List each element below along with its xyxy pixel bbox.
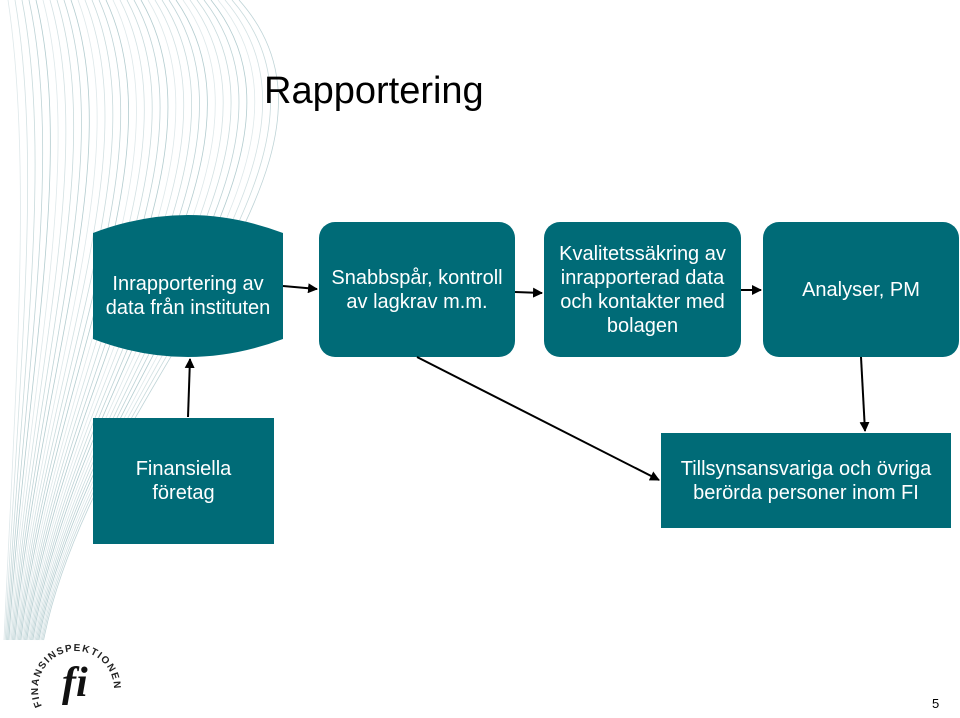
node-finansiella-foretag: Finansiella företag	[93, 418, 274, 544]
node-analyser: Analyser, PM	[763, 222, 959, 357]
node-kvalitet-line3: och kontakter med	[560, 290, 725, 313]
node-tillsyn-line2: berörda personer inom FI	[693, 481, 919, 504]
decor-line	[3, 0, 21, 641]
decor-line	[9, 0, 59, 641]
node-kvalitet-line4: bolagen	[606, 314, 679, 337]
node-snabbspar: Snabbspår, kontroll av lagkrav m.m.	[319, 222, 515, 357]
node-inrapportering-cylinder	[93, 215, 283, 357]
node-kvalitetssakring: Kvalitetssäkring av inrapporterad data o…	[544, 222, 741, 357]
logo-mark: fi	[62, 660, 88, 706]
page-number: 5	[932, 696, 940, 711]
decor-line	[12, 0, 75, 641]
decor-line	[6, 0, 36, 641]
decor-line	[14, 0, 90, 641]
decor-line	[7, 0, 44, 641]
decor-line	[10, 0, 67, 641]
node-kvalitet-line2: inrapporterad data	[560, 266, 725, 289]
decor-line	[4, 0, 29, 641]
node-inrapportering: Inrapportering av data från instituten	[93, 250, 283, 342]
decor-line	[16, 0, 106, 641]
decor-line	[8, 0, 51, 641]
node-snabbspar-line2: av lagkrav m.m.	[346, 290, 488, 313]
decor-line	[13, 0, 82, 641]
node-finansiella-line2: företag	[152, 482, 215, 504]
node-tillsyn-line1: Tillsynsansvariga och övriga	[680, 457, 932, 480]
slide-title: Rapportering	[264, 70, 484, 112]
node-finansiella-line1: Finansiella	[135, 458, 232, 480]
node-snabbspar-line1: Snabbspår, kontroll	[331, 266, 503, 289]
finansinspektionen-logo: FINANSINSPEKTIONEN fi	[30, 643, 121, 709]
node-inrapportering-line2: data från instituten	[105, 297, 271, 319]
node-analyser-line1: Analyser, PM	[802, 278, 920, 301]
node-tillsynsansvariga: Tillsynsansvariga och övriga berörda per…	[661, 433, 951, 528]
node-kvalitet-line1: Kvalitetssäkring av	[559, 242, 726, 265]
node-inrapportering-line1: Inrapportering av	[112, 273, 264, 295]
decor-line	[15, 0, 98, 641]
decor-line	[18, 0, 114, 641]
